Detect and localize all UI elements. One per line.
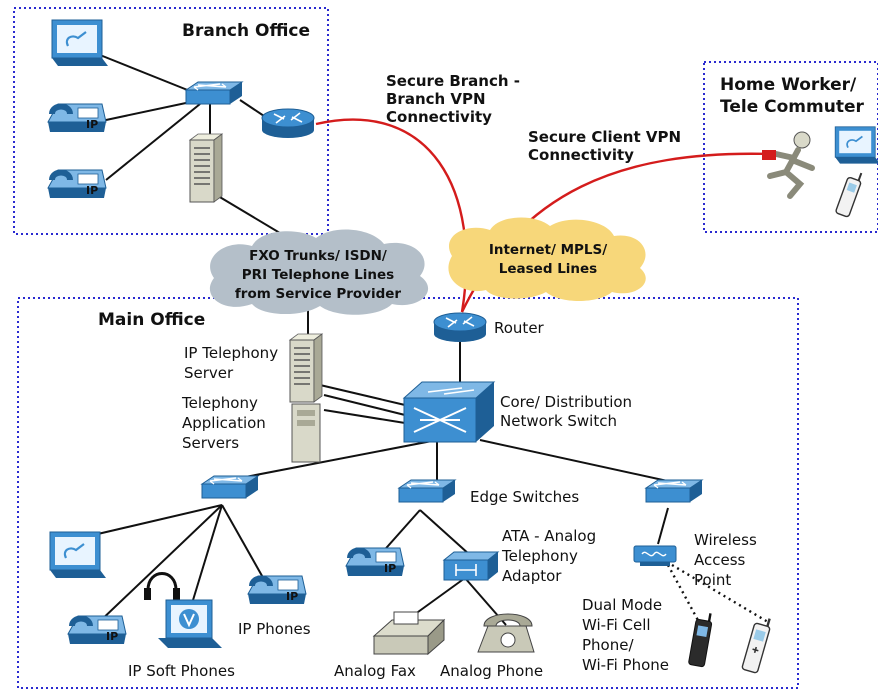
- analog-fax-icon: [372, 611, 446, 656]
- ip-telephony-server-line-1: IP Telephony: [184, 344, 278, 362]
- edge-switches-label: Edge Switches: [470, 488, 579, 506]
- wap-line-1: Wireless: [694, 531, 757, 549]
- pstn-line-2: PRI Telephone Lines: [242, 267, 394, 283]
- home-worker-title-1: Home Worker/: [720, 75, 857, 95]
- router-label: Router: [494, 319, 545, 337]
- ata-line-2: Telephony: [501, 547, 578, 565]
- ip-badge: IP: [86, 184, 98, 197]
- branch-office-title: Branch Office: [182, 21, 310, 41]
- branch-pc-icon: [50, 18, 110, 68]
- dual-mode-cell-phone-icon: [741, 618, 771, 674]
- home-cell-phone-icon: [835, 172, 863, 218]
- dual-mode-line-1: Dual Mode: [582, 596, 662, 614]
- ip-badge: IP: [106, 630, 118, 643]
- internet-line-2: Leased Lines: [499, 261, 597, 277]
- branch-server-icon: [189, 133, 223, 203]
- dual-mode-line-2: Wi-Fi Cell: [582, 616, 651, 634]
- network-links: [71, 54, 673, 626]
- internet-cloud: Internet/ MPLS/ Leased Lines: [448, 217, 646, 301]
- ip-badge: IP: [384, 562, 396, 575]
- analog-phone-icon: [477, 613, 535, 653]
- dual-mode-line-4: Wi-Fi Phone: [582, 656, 669, 674]
- ip-soft-phones-label: IP Soft Phones: [128, 662, 235, 680]
- main-pc-icon: [48, 530, 108, 580]
- ata-adaptor-icon: [442, 551, 500, 581]
- client-vpn-line-1: Secure Client VPN: [528, 128, 681, 146]
- branch-vpn-line-3: Connectivity: [386, 108, 492, 126]
- edge-switch-right-icon: [645, 479, 703, 503]
- branch-switch-icon: [185, 81, 243, 105]
- telephony-app-line-2: Application: [182, 414, 266, 432]
- ip-badge: IP: [286, 590, 298, 603]
- core-switch-line-2: Network Switch: [500, 412, 617, 430]
- analog-phone-label: Analog Phone: [440, 662, 543, 680]
- ip-badge: IP: [86, 118, 98, 131]
- home-laptop-icon: [834, 125, 878, 165]
- main-router-icon: [433, 312, 487, 343]
- telephony-app-server-icon: [291, 403, 321, 463]
- telephony-app-line-3: Servers: [182, 434, 239, 452]
- pstn-line-3: from Service Provider: [235, 286, 401, 302]
- edge-switch-left-icon: [201, 475, 259, 499]
- pstn-line-1: FXO Trunks/ ISDN/: [249, 248, 387, 264]
- pstn-cloud: FXO Trunks/ ISDN/ PRI Telephone Lines fr…: [209, 229, 429, 315]
- wireless-links: [666, 563, 769, 625]
- main-office-title: Main Office: [98, 310, 205, 330]
- home-worker-boundary: [703, 61, 878, 233]
- home-worker-title-2: Tele Commuter: [720, 97, 864, 117]
- wap-line-2: Access: [694, 551, 746, 569]
- core-switch-line-1: Core/ Distribution: [500, 393, 632, 411]
- ip-telephony-server-line-2: Server: [184, 364, 234, 382]
- ip-telephony-server-icon: [289, 333, 323, 403]
- edge-switch-center-icon: [398, 479, 456, 503]
- client-vpn-line-2: Connectivity: [528, 146, 634, 164]
- internet-line-1: Internet/ MPLS/: [489, 242, 607, 258]
- ip-phones-label: IP Phones: [238, 620, 311, 638]
- wireless-access-point-icon: [633, 545, 677, 566]
- dual-mode-line-3: Phone/: [582, 636, 634, 654]
- branch-vpn-line-2: Branch VPN: [386, 90, 486, 108]
- wap-line-3: Point: [694, 571, 731, 589]
- running-person-icon: [762, 131, 815, 199]
- branch-vpn-line-1: Secure Branch -: [386, 72, 520, 90]
- ata-line-1: ATA - Analog: [502, 527, 596, 545]
- telephony-app-line-1: Telephony: [181, 394, 258, 412]
- analog-fax-label: Analog Fax: [334, 662, 416, 680]
- ata-line-3: Adaptor: [502, 567, 562, 585]
- ip-soft-phone-icon: [144, 572, 222, 648]
- wifi-phone-icon: [688, 613, 713, 668]
- branch-router-icon: [261, 108, 315, 139]
- core-switch-icon: [402, 381, 496, 443]
